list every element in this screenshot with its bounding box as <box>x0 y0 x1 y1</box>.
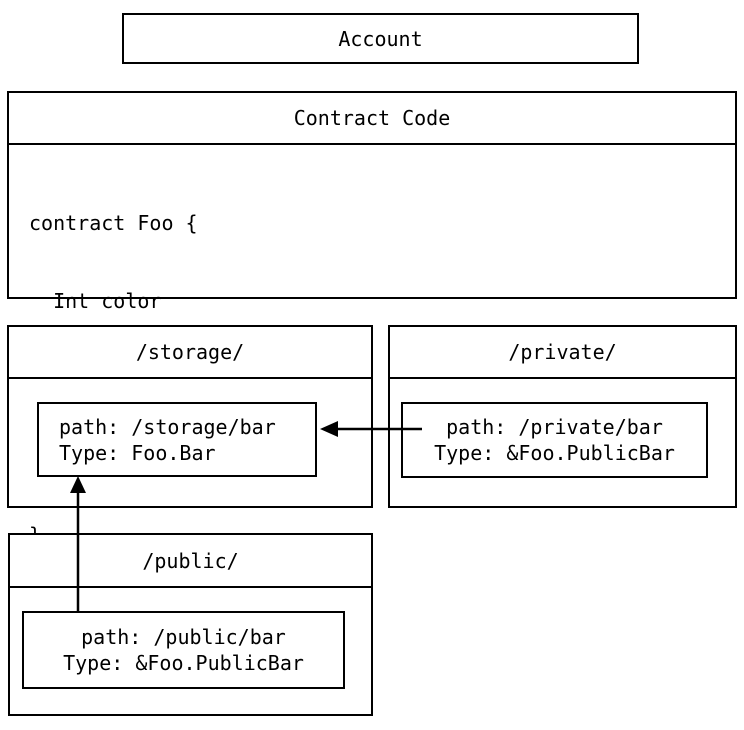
private-item-path: path: /private/bar <box>446 415 663 439</box>
public-item-path: path: /public/bar <box>81 625 286 649</box>
public-item-type: Type: &Foo.PublicBar <box>63 651 304 675</box>
public-item-box: path: /public/bar Type: &Foo.PublicBar <box>22 611 345 689</box>
code-line: contract Foo { <box>29 211 198 235</box>
private-item-type: Type: &Foo.PublicBar <box>434 441 675 465</box>
private-item-box: path: /private/bar Type: &Foo.PublicBar <box>401 402 708 478</box>
storage-item-type: Type: Foo.Bar <box>59 440 216 465</box>
contract-code-title: Contract Code <box>9 93 735 145</box>
contract-code-box: Contract Code contract Foo { Int color s… <box>7 91 737 547</box>
private-domain-title: /private/ <box>390 327 735 379</box>
storage-item-path: path: /storage/bar <box>59 414 276 439</box>
public-domain-title: /public/ <box>10 535 371 588</box>
code-line: Int color <box>29 289 162 313</box>
storage-item-box: path: /storage/bar Type: Foo.Bar <box>37 402 317 477</box>
account-box: Account <box>122 13 639 64</box>
storage-domain-title: /storage/ <box>9 327 371 379</box>
account-label: Account <box>338 26 423 51</box>
